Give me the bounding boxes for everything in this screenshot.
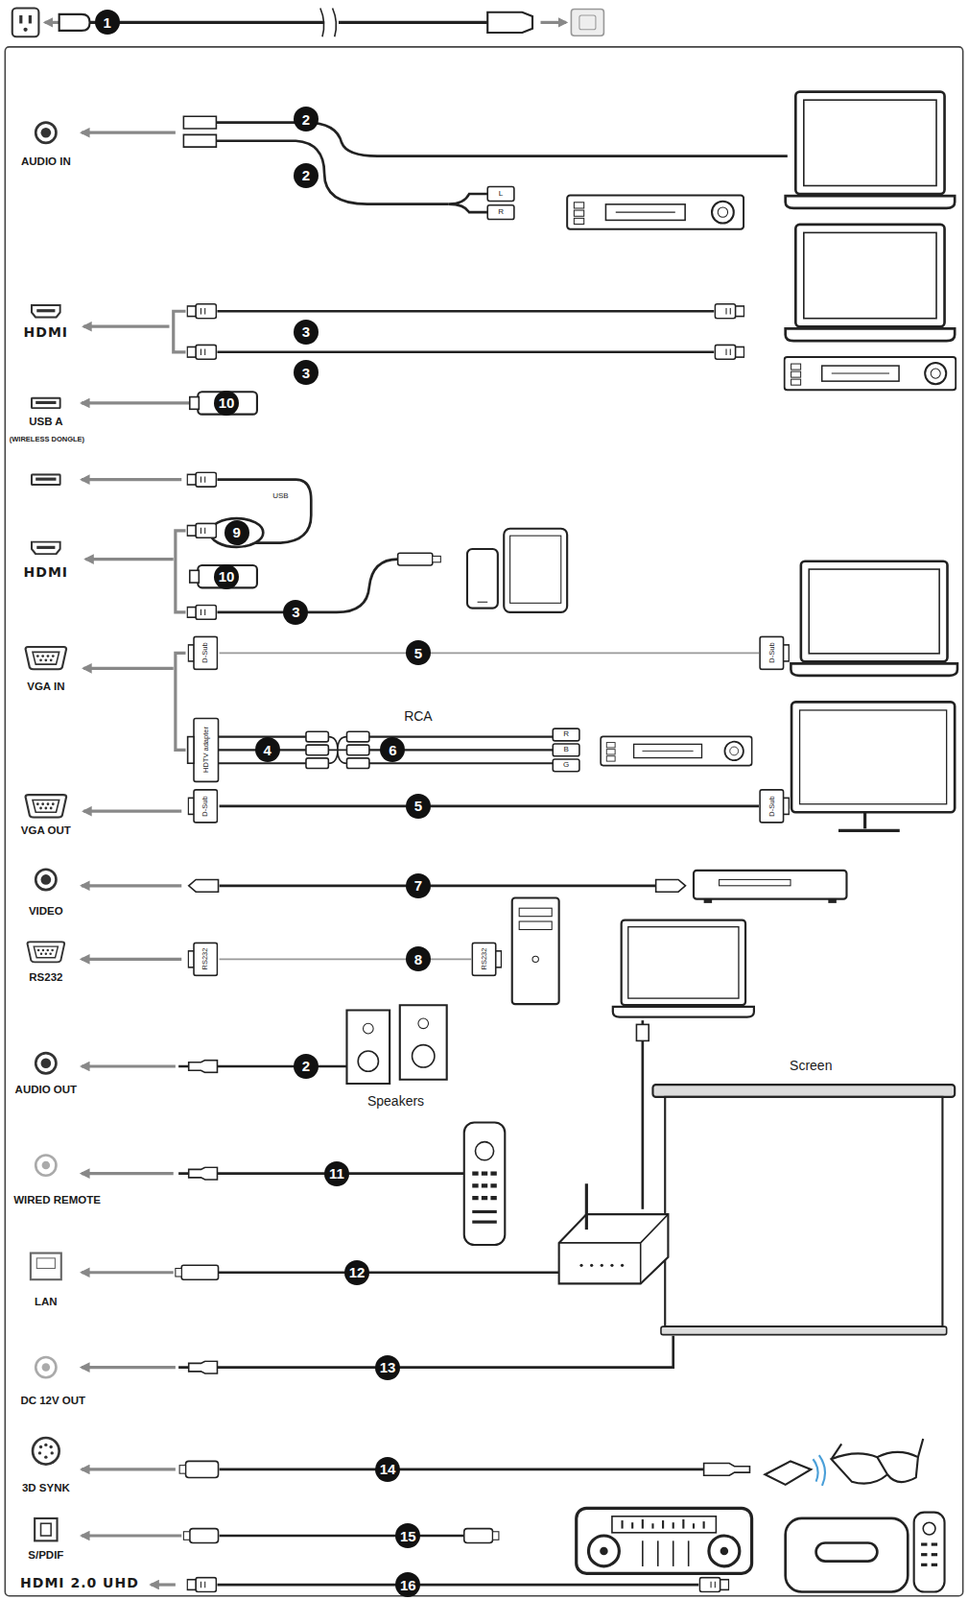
callout-number: 10: [213, 564, 239, 590]
callout-number: 5: [405, 639, 431, 665]
port-label: LAN: [34, 1294, 58, 1307]
callout-number: 2: [293, 106, 319, 132]
port-label: VIDEO: [28, 904, 64, 918]
hdmi-logo: HDMI: [23, 325, 69, 340]
connector-label: R: [562, 730, 570, 739]
connector-label: G: [562, 760, 570, 770]
port-label: RS232: [28, 970, 63, 984]
connector-label: D-Sub: [768, 642, 777, 663]
connector-label: D-Sub: [768, 795, 777, 816]
connector-label: B: [562, 745, 569, 755]
port-label: AUDIO OUT: [15, 1083, 78, 1096]
callout-number: 11: [324, 1160, 350, 1186]
callout-number: 15: [395, 1522, 421, 1548]
port-label: WIRED REMOTE: [13, 1193, 101, 1206]
callout-number: 2: [293, 163, 319, 189]
device-label: Speakers: [367, 1093, 425, 1109]
connector-label: D-Sub: [201, 642, 210, 663]
callout-number: 10: [213, 390, 239, 416]
device-label: RCA: [403, 709, 433, 725]
callout-number: 16: [395, 1571, 421, 1597]
connector-label: USB: [271, 491, 289, 500]
device-label: Screen: [789, 1058, 832, 1073]
callout-number: 8: [405, 945, 431, 971]
callout-number: 2: [293, 1053, 319, 1079]
connector-label: D-Sub: [201, 795, 210, 816]
callout-number: 9: [224, 519, 250, 545]
port-label: VGA IN: [26, 680, 65, 693]
callout-number: 5: [405, 793, 431, 819]
callout-number: 4: [255, 736, 281, 762]
callout-number: 3: [293, 359, 319, 385]
port-label: DC 12V OUT: [20, 1392, 86, 1406]
callout-number: 6: [379, 736, 405, 762]
callout-number: 1: [94, 9, 120, 35]
port-note: (WIRELESS DONGLE): [9, 435, 85, 444]
callout-number: 14: [375, 1456, 401, 1482]
connector-label: HDTV adapter: [202, 726, 211, 773]
port-label: VGA OUT: [21, 824, 71, 837]
port-label: S/PDIF: [27, 1548, 64, 1561]
callout-number: 3: [283, 599, 308, 625]
port-label: USB A: [28, 415, 63, 428]
hdmi-logo: HDMI: [23, 566, 69, 581]
port-label: 3D SYNK: [22, 1481, 71, 1494]
callout-number: 3: [293, 319, 319, 345]
connector-label: L: [497, 189, 504, 199]
callout-number: 7: [405, 873, 431, 898]
port-label: AUDIO IN: [21, 155, 71, 168]
callout-number: 12: [344, 1259, 370, 1285]
callout-number: 13: [375, 1354, 401, 1380]
hdmi-logo: HDMI 2.0 UHD: [20, 1575, 140, 1590]
connector-label: RS232: [201, 947, 210, 970]
connector-label: RS232: [480, 947, 489, 970]
connector-label: R: [496, 208, 505, 217]
